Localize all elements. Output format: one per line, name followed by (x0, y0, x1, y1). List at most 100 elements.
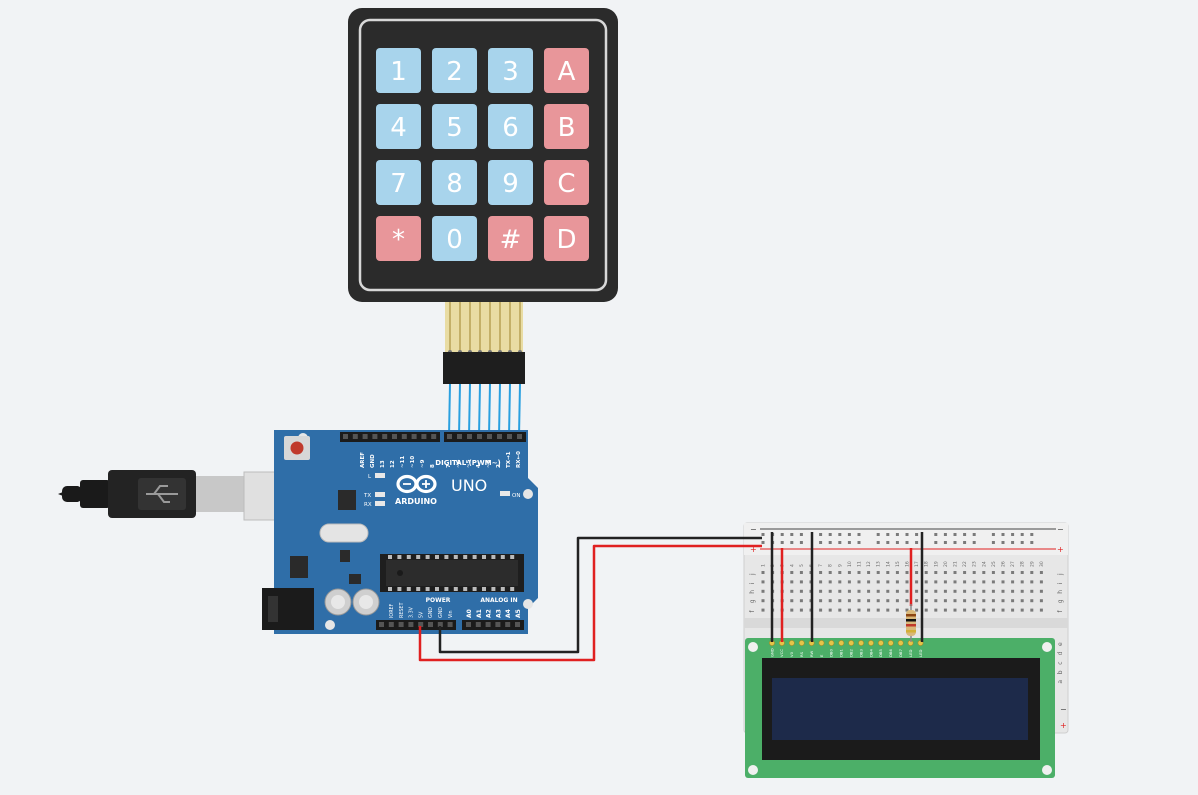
key-A[interactable]: A (544, 48, 589, 93)
5v-wire[interactable] (418, 544, 762, 662)
key-8[interactable]: 8 (432, 160, 477, 205)
chip-leg (491, 587, 496, 591)
key-face[interactable] (432, 104, 477, 149)
key-face[interactable] (544, 104, 589, 149)
key-face[interactable] (432, 48, 477, 93)
gnd-wire[interactable] (438, 536, 762, 654)
resistor[interactable] (906, 604, 916, 642)
key-face[interactable] (544, 216, 589, 261)
keypad-wire[interactable] (468, 383, 471, 437)
key-4[interactable]: 4 (376, 104, 421, 149)
key-face[interactable] (376, 216, 421, 261)
reset-button-cap[interactable] (290, 441, 304, 455)
lcd-pin (838, 640, 845, 646)
keypad-wire[interactable] (508, 383, 511, 437)
bb-hole (1020, 608, 1024, 612)
key-C[interactable]: C (544, 160, 589, 205)
power-wires[interactable] (418, 536, 762, 662)
keypad-wire[interactable] (518, 383, 521, 437)
key-*[interactable]: * (376, 216, 421, 261)
bb-hole (924, 608, 928, 612)
header-pin (362, 434, 368, 439)
bb-col-number: 30 (1039, 561, 1045, 567)
key-label: 1 (390, 57, 407, 87)
header-pin (421, 434, 427, 439)
key-label: B (558, 113, 576, 143)
key-face[interactable] (432, 160, 477, 205)
rail-hole (876, 541, 880, 544)
chip-leg (500, 587, 505, 591)
key-face[interactable] (488, 216, 533, 261)
rail-hole (943, 533, 947, 536)
bb-hole (924, 589, 928, 593)
key-9[interactable]: 9 (488, 160, 533, 205)
key-face[interactable] (376, 160, 421, 205)
key-face[interactable] (488, 104, 533, 149)
key-D[interactable]: D (544, 216, 589, 261)
keypad-wire[interactable] (498, 383, 501, 437)
keypad-wire[interactable] (488, 383, 491, 437)
bb-hole (876, 580, 880, 584)
key-1[interactable]: 1 (376, 48, 421, 93)
rail-hole (857, 533, 861, 536)
bb-hole (953, 589, 957, 593)
rail-hole (761, 541, 765, 544)
key-face[interactable] (432, 216, 477, 261)
usb-cable[interactable] (58, 470, 311, 521)
bb-hole (828, 571, 832, 574)
bb-row-letter: c (1057, 661, 1064, 664)
lcd-pin (798, 640, 805, 646)
lcd-pin-label: DB4 (868, 648, 873, 657)
key-0[interactable]: 0 (432, 216, 477, 261)
key-#[interactable]: # (488, 216, 533, 261)
key-label: D (556, 225, 576, 255)
keypad-wire[interactable] (458, 383, 461, 437)
key-6[interactable]: 6 (488, 104, 533, 149)
keypad-wires[interactable] (448, 383, 521, 437)
header-pin (466, 622, 471, 627)
key-3[interactable]: 3 (488, 48, 533, 93)
lcd-jumpers[interactable] (770, 532, 924, 642)
lcd-pin (887, 640, 894, 646)
key-5[interactable]: 5 (432, 104, 477, 149)
lcd-pin-label: DB3 (858, 648, 863, 657)
analog-label: ANALOG IN (480, 597, 517, 604)
key-face[interactable] (488, 48, 533, 93)
ribbon-strip (445, 302, 523, 354)
keypad-wire[interactable] (448, 383, 451, 437)
bb-hole (847, 571, 851, 574)
chip-leg (482, 555, 486, 559)
led-on (500, 491, 510, 496)
lcd-pin-label: RW (809, 651, 814, 657)
key-2[interactable]: 2 (432, 48, 477, 93)
key-face[interactable] (376, 104, 421, 149)
key-face[interactable] (376, 48, 421, 93)
key-face[interactable] (488, 160, 533, 205)
bb-hole (1020, 571, 1024, 574)
key-7[interactable]: 7 (376, 160, 421, 205)
bb-hole (1001, 608, 1005, 612)
bb-col-number: 22 (962, 561, 968, 567)
lcd-pin-label: DB1 (839, 648, 844, 657)
key-face[interactable] (544, 160, 589, 205)
lcd-pin-label: RS (799, 651, 804, 657)
rail-hole (915, 541, 919, 544)
arduino-logo-text: ARDUINO (395, 497, 437, 506)
bb-row-letter: h (1057, 590, 1064, 594)
pin-label: 12 (390, 460, 396, 468)
header-pin (437, 622, 443, 627)
keypad-wire[interactable] (478, 383, 481, 437)
header-pin (382, 434, 388, 439)
chip-leg (491, 555, 496, 559)
lcd-mount-hole (1042, 642, 1052, 652)
key-B[interactable]: B (544, 104, 589, 149)
key-face[interactable] (544, 48, 589, 93)
rail-plus-label-bottom: + (1060, 721, 1067, 730)
usb-icon (146, 485, 178, 503)
rail-hole (905, 533, 909, 536)
chip-leg (482, 587, 486, 591)
